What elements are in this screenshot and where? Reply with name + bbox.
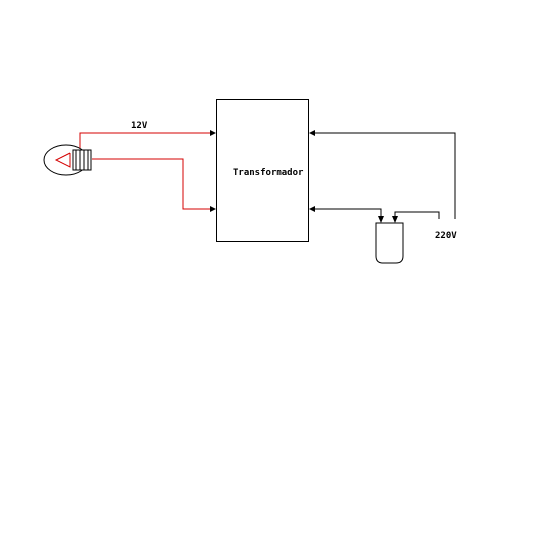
- low-voltage-label: 12V: [131, 121, 148, 131]
- bulb-filament: [54, 152, 71, 168]
- wire-top-right: [311, 132, 456, 219]
- wire-bottom: [92, 158, 214, 210]
- wire-top: [79, 132, 214, 148]
- plug-body: [375, 222, 404, 264]
- arrow-top-right: [309, 130, 315, 136]
- arrow-bottom-left: [210, 206, 216, 212]
- mains-label: 220V: [435, 231, 457, 241]
- arrow-plug-right: [392, 216, 398, 223]
- wire-bottom-right: [311, 208, 382, 219]
- power-plug-icon: [375, 222, 404, 264]
- transformer-box: [216, 99, 309, 242]
- light-bulb-icon: [43, 144, 92, 176]
- arrow-bottom-right: [309, 206, 315, 212]
- bulb-base: [72, 149, 92, 171]
- wire-plug-mains: [394, 211, 440, 219]
- mains-wires: 220V: [309, 130, 457, 241]
- arrow-top-left: [210, 130, 216, 136]
- arrow-plug-left: [378, 216, 384, 223]
- transformer-label: Transformador: [233, 168, 304, 178]
- transformer-block: Transformador: [216, 99, 309, 242]
- low-voltage-wires: 12V: [79, 121, 216, 212]
